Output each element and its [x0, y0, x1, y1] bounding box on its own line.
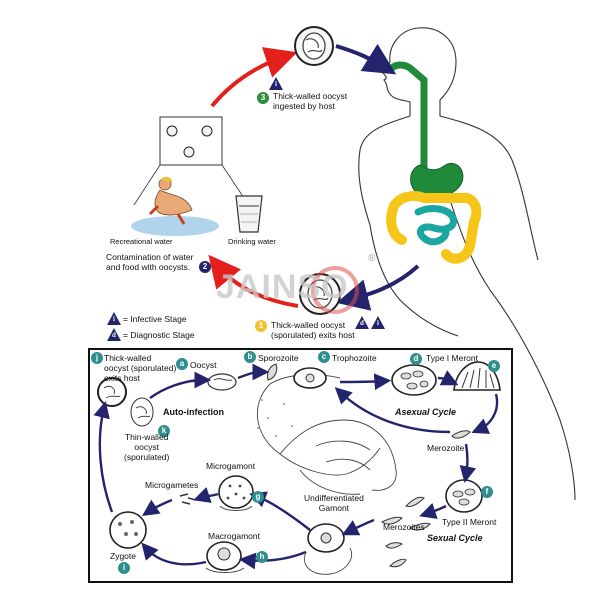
arrow-gamont-to-microgamont [249, 491, 311, 531]
auto-infection-label: Auto-infection [163, 407, 224, 417]
sporozoite-label: Sporozoite [258, 353, 299, 363]
ingested-label: Thick-walled oocyst ingested by host [273, 91, 348, 111]
label-e-badge: e [488, 360, 500, 372]
sexual-cycle-label: Sexual Cycle [427, 533, 483, 543]
drinking-water-label: Drinking water [228, 237, 276, 246]
small-intestine [414, 205, 457, 246]
label-j-badge: j [91, 352, 103, 364]
label-h-badge: h [256, 551, 268, 563]
label-f-badge: f [481, 486, 493, 498]
arrow-merozoite-to-c [334, 387, 451, 434]
exits-host-label: Thick-walled oocyst (sporulated) exits h… [271, 320, 355, 340]
arrow-gut-to-exit [336, 264, 420, 311]
arrow-f-to-merozoites [419, 502, 447, 519]
digestive-tract [386, 61, 482, 264]
step-3-badge: 3 [257, 92, 269, 104]
recreational-water-label: Recreational water [110, 237, 173, 246]
host-cell-drawing [256, 374, 397, 495]
arrow-merozoites-to-gamont [341, 518, 375, 536]
label-g-badge: g [252, 491, 264, 503]
thin-walled-oocyst-icon [130, 397, 154, 427]
undifferentiated-gamont-label: Undifferentiated Gamont [304, 493, 364, 513]
j-label: Thick-walled oocyst (sporulated) exits h… [104, 353, 177, 383]
asexual-cycle-label: Asexual Cycle [395, 407, 457, 417]
diagnostic-stage-triangle: d [355, 316, 369, 329]
arrow-a-to-b [237, 363, 270, 381]
arrow-k-to-a [149, 371, 212, 399]
stomach [410, 162, 464, 198]
oocyst-a-icon [207, 373, 237, 391]
microgametes-label: Microgametes [145, 480, 199, 490]
infective-stage-triangle-exit: i [371, 316, 385, 329]
undifferentiated-gamont-icon [304, 523, 352, 575]
microgametes-icon [179, 493, 197, 505]
thick-walled-oocyst-icon [97, 377, 127, 407]
sporozoite-icon [267, 363, 278, 381]
legend-diagnostic-label: = Diagnostic Stage [123, 330, 195, 340]
label-i-badge: i [118, 562, 130, 574]
type-ii-meront-icon [445, 479, 483, 513]
legend-diagnostic-triangle: d [107, 328, 121, 341]
arrow-contamination-to-ingestion [210, 47, 298, 108]
merozoite-icon [451, 430, 471, 439]
large-intestine [386, 191, 482, 264]
type-i-meront-icon [391, 364, 437, 396]
contamination-label: Contamination of water and food with ooc… [106, 252, 194, 272]
arrow-d-to-e [437, 370, 459, 386]
glass-icon [235, 195, 263, 233]
microgamont-icon [218, 475, 254, 511]
arrow-zygote-to-j [93, 401, 114, 513]
merozoites-label: Merozoites [383, 522, 425, 532]
arrow-c-to-d [339, 373, 392, 391]
legend-infective-label: = Infective Stage [123, 314, 187, 324]
type-i-meront-label: Type I Meront [426, 353, 478, 363]
arrow-microgamont-to-microgametes [193, 486, 219, 503]
arrow-microgametes-to-zygote [142, 498, 173, 516]
arrow-exit-to-contamination [208, 254, 299, 308]
type-ii-meront-label: Type II Meront [442, 517, 497, 527]
legend-infective-triangle: i [107, 312, 121, 325]
arrow-e-to-merozoite [471, 393, 499, 434]
label-b-badge: b [244, 351, 256, 363]
watermark-text: JAINSO [216, 268, 349, 306]
human-silhouette [358, 27, 576, 501]
label-k-badge: k [158, 425, 170, 437]
trophozoite-icon [293, 367, 327, 389]
zygote-icon [109, 511, 147, 549]
arrow-gamont-to-macrogamont [238, 550, 307, 570]
step-1-badge: 1 [255, 320, 267, 332]
contamination-panel [133, 116, 245, 206]
oocyst-icon [294, 26, 334, 66]
label-d-badge: d [410, 353, 422, 365]
thin-walled-oocyst-label: Thin-walled oocyst (sporulated) [124, 432, 170, 462]
life-cycle-inset [88, 348, 513, 583]
trophozoite-label: Trophozoite [332, 353, 377, 363]
label-c-badge: c [318, 351, 330, 363]
esophagus [388, 61, 428, 174]
step-2-badge: 2 [199, 261, 211, 273]
arrow-merozoite-to-f [459, 443, 477, 484]
arrow-macrogamont-to-zygote [141, 542, 207, 566]
arrow-ingestion [335, 43, 397, 75]
macrogamont-label: Macrogamont [208, 531, 260, 541]
infective-stage-triangle: i [269, 77, 283, 90]
watermark-registered: ® [368, 253, 376, 264]
label-a-badge: a [176, 358, 188, 370]
watermark-logo [311, 266, 359, 314]
merozoites-icon [381, 496, 431, 568]
merozoite-label: Merozoite [427, 443, 465, 453]
macrogamont-icon [205, 541, 245, 573]
zygote-label: Zygote [110, 551, 136, 561]
swimmer-icon [131, 176, 219, 236]
oocyst-label: Oocyst [190, 360, 217, 370]
microgamont-label: Microgamont [206, 461, 256, 471]
